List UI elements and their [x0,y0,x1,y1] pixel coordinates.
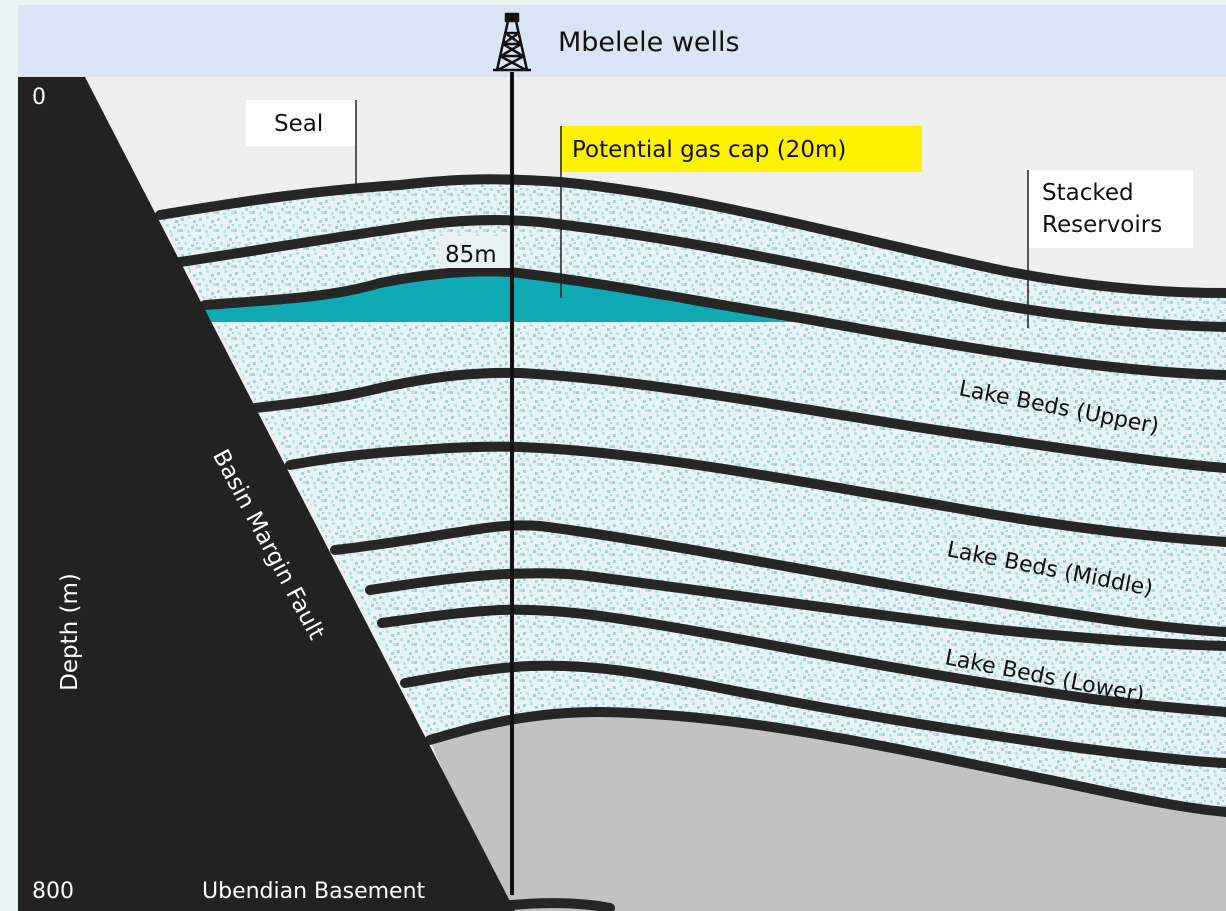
header-band [18,5,1226,77]
horizon-bottom [495,898,615,911]
depth-top-value: 0 [32,85,46,110]
horizon-5 [285,441,1226,547]
horizon-9 [425,706,1226,817]
horizon-4 [250,367,1226,473]
thickness-label: 85m [445,242,497,268]
thickness-label-box [440,236,510,268]
depth-bottom-value: 800 [32,879,74,904]
basement-label: Ubendian Basement [202,879,426,904]
drilling-rig-icon [493,12,531,72]
fault-block [18,77,515,911]
basement-zone [430,712,1226,911]
depth-axis-label: Depth (m) [57,573,83,691]
header-title: Mbelele wells [558,27,740,58]
stacked-reservoirs-box [1028,170,1193,248]
gas-cap-highlight [560,126,922,172]
seal-label-box [246,100,356,146]
horizon-2 [175,215,1226,332]
horizon-1 [155,174,1226,298]
stacked-reservoirs-line2: Reservoirs [1042,212,1162,238]
horizon-6b [365,568,1226,651]
gas-cap [205,271,855,322]
seal-label: Seal [274,111,323,137]
stacked-reservoirs-line1: Stacked [1042,180,1134,206]
horizon-6 [330,520,1226,637]
gas-cap-label: Potential gas cap (20m) [572,137,846,163]
horizon-7 [377,604,1226,717]
reservoir-zone [160,179,1226,816]
horizon-3 [200,266,1226,380]
